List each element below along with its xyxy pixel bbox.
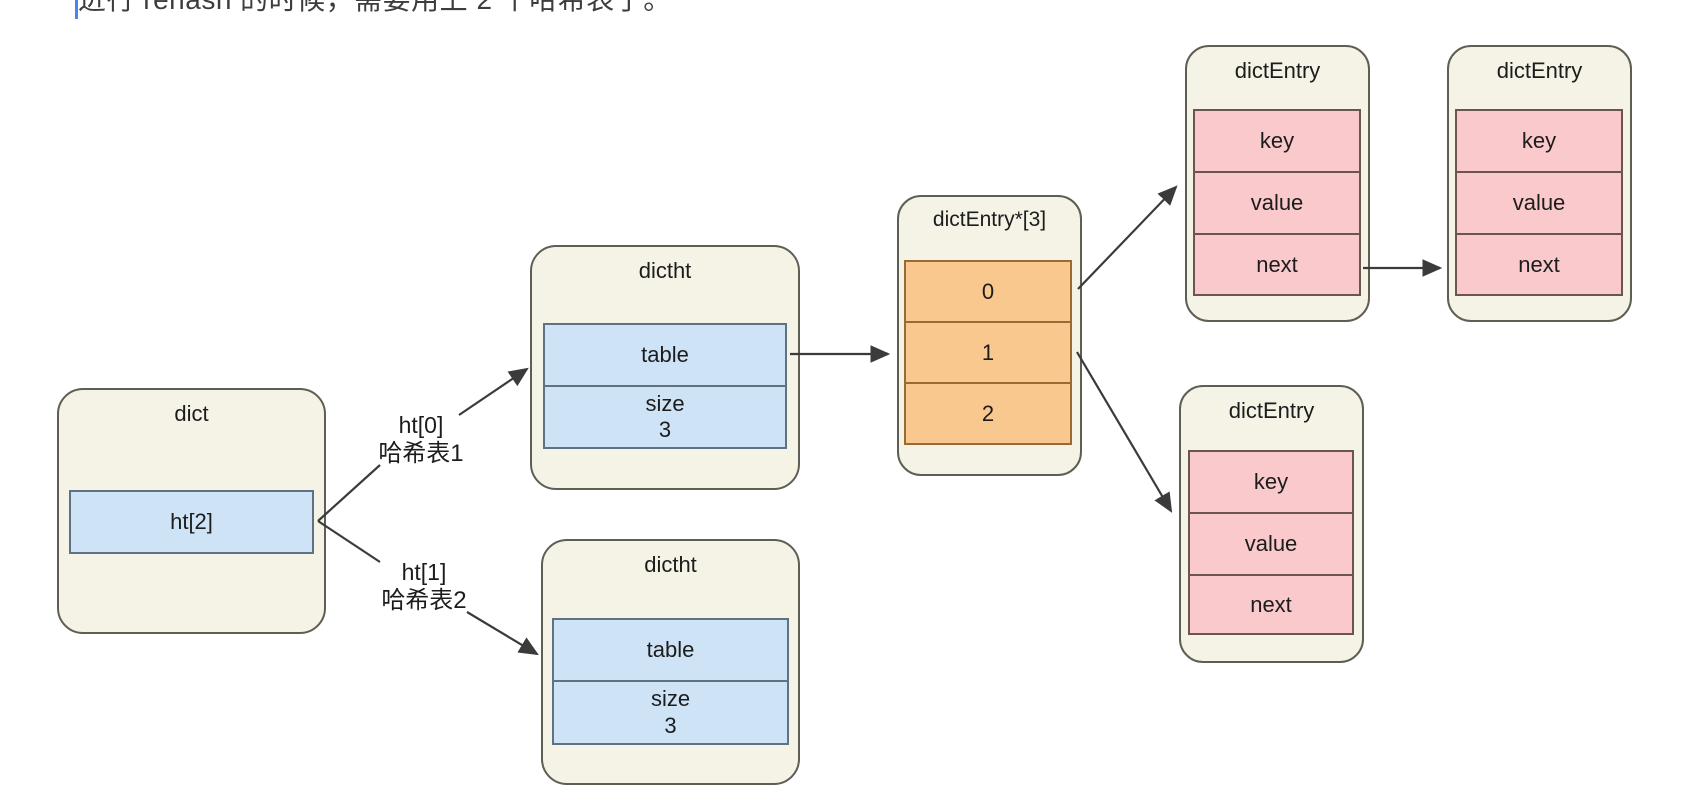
dictentry-node-top-2: dictEntry key value next: [1447, 45, 1632, 322]
ht1-pointer-name: ht[1]: [401, 559, 447, 585]
entry-row-next: next: [1188, 574, 1354, 635]
entry-row-value: value: [1193, 171, 1361, 235]
dictht-node-1: dictht table size 3: [530, 245, 800, 490]
dictentry-top2-title: dictEntry: [1496, 58, 1583, 83]
entry-row-value: value: [1455, 171, 1623, 235]
dictht-node-2: dictht table size 3: [541, 539, 800, 785]
dictentry-bottom-title: dictEntry: [1228, 398, 1315, 423]
text-cursor: [75, 0, 78, 19]
entry-row-next: next: [1455, 233, 1623, 296]
dict-node-title: dict: [174, 401, 209, 426]
dictentry-node-top-1: dictEntry key value next: [1185, 45, 1370, 322]
ht0-pointer-caption: 哈希表1: [378, 439, 464, 467]
ht1-pointer-caption: 哈希表2: [381, 586, 467, 614]
ht0-pointer-name: ht[0]: [398, 412, 444, 438]
bucket-array-title: dictEntry*[3]: [932, 208, 1047, 231]
bucket-array-node: dictEntry*[3] 0 1 2: [897, 195, 1082, 476]
ht0-to-dictht1-arrow: [458, 367, 529, 416]
dict-to-ht0-line: [317, 464, 381, 522]
ht1-to-dictht2-arrow: [466, 611, 539, 656]
dictht1-title: dictht: [638, 258, 692, 283]
entry-row-key: key: [1193, 109, 1361, 173]
dict-to-ht1-line: [317, 520, 381, 563]
dictentry-top1-title: dictEntry: [1234, 58, 1321, 83]
dictht1-table-row: table: [543, 323, 787, 387]
bucket1-to-entry-arrow: [1076, 351, 1173, 513]
ht1-pointer-label: ht[1] 哈希表2: [354, 559, 494, 615]
dictentry-node-bottom: dictEntry key value next: [1179, 385, 1364, 663]
entry-row-key: key: [1455, 109, 1623, 173]
bucket0-to-entry-arrow: [1077, 185, 1178, 290]
bucket-slot-0: 0: [904, 260, 1072, 323]
ht0-pointer-label: ht[0] 哈希表1: [351, 412, 491, 468]
clipped-paragraph-text: 进行 rehash 的时候，需要用上 2 个哈希表了。: [78, 0, 798, 17]
dictht1-size-label: size: [645, 390, 685, 416]
bucket-slot-1: 1: [904, 321, 1072, 384]
dict-field-ht2: ht[2]: [69, 490, 314, 554]
bucket-slot-2: 2: [904, 382, 1072, 445]
entry-row-key: key: [1188, 450, 1354, 514]
dictht2-table-row: table: [552, 618, 789, 682]
dictht1-size-value: 3: [658, 417, 672, 442]
dictht2-size-value: 3: [664, 712, 677, 738]
dict-node: dict ht[2]: [57, 388, 326, 634]
clipped-paragraph: 进行 rehash 的时候，需要用上 2 个哈希表了。: [78, 0, 798, 19]
dictht2-size-label: size: [650, 686, 691, 712]
dictht2-size-row: size 3: [552, 680, 789, 745]
entry-row-value: value: [1188, 512, 1354, 576]
dictht2-title: dictht: [644, 552, 697, 577]
dictht1-size-row: size 3: [543, 385, 787, 449]
entry-row-next: next: [1193, 233, 1361, 296]
